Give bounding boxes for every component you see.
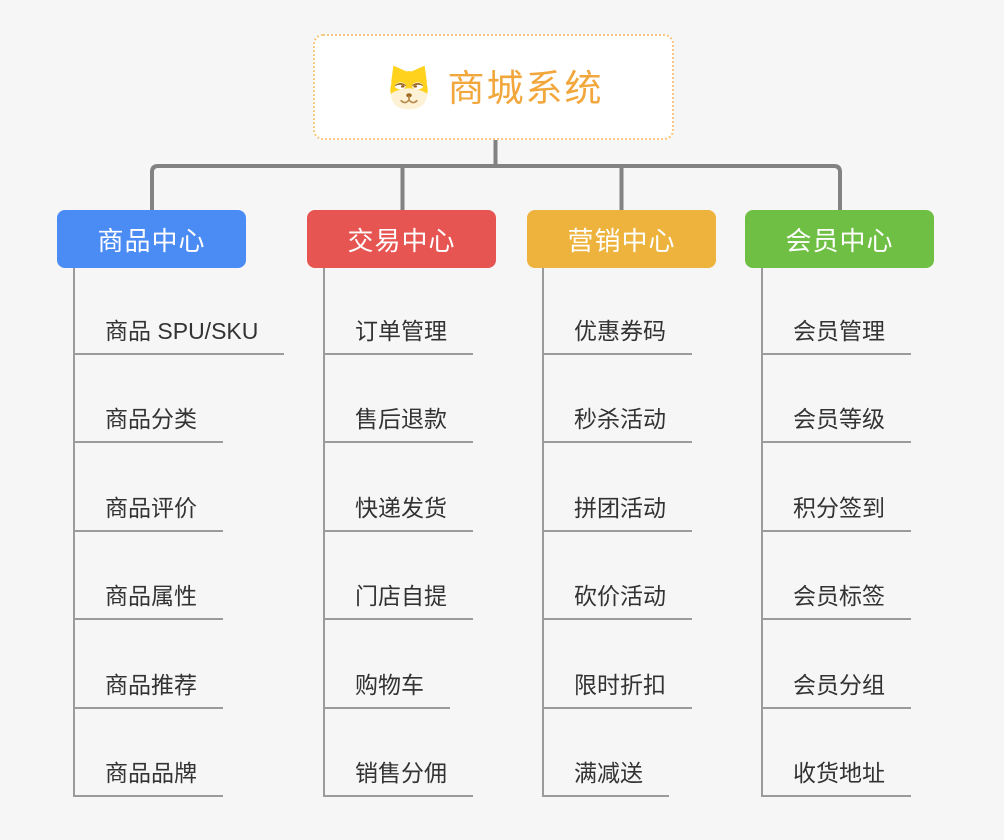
leaf-node[interactable]: 商品评价 bbox=[73, 492, 223, 532]
leaf-node[interactable]: 秒杀活动 bbox=[542, 403, 692, 443]
root-title: 商城系统 bbox=[447, 67, 604, 109]
leaf-node[interactable]: 限时折扣 bbox=[542, 669, 692, 709]
leaf-node[interactable]: 会员管理 bbox=[761, 315, 911, 355]
leaf-node[interactable]: 门店自提 bbox=[323, 580, 473, 620]
leaf-node[interactable]: 积分签到 bbox=[761, 492, 911, 532]
leaf-node[interactable]: 商品推荐 bbox=[73, 669, 223, 709]
leaf-node[interactable]: 销售分佣 bbox=[323, 757, 473, 797]
leaf-node[interactable]: 会员等级 bbox=[761, 403, 911, 443]
leaf-node[interactable]: 砍价活动 bbox=[542, 580, 692, 620]
branch-box-trade-center[interactable]: 交易中心 bbox=[307, 210, 496, 268]
leaf-node[interactable]: 订单管理 bbox=[323, 315, 473, 355]
leaf-node[interactable]: 会员分组 bbox=[761, 669, 911, 709]
leaf-node[interactable]: 商品分类 bbox=[73, 403, 223, 443]
leaf-node[interactable]: 商品品牌 bbox=[73, 757, 223, 797]
leaf-node[interactable]: 售后退款 bbox=[323, 403, 473, 443]
branch-trunk-line bbox=[761, 268, 763, 797]
leaf-node[interactable]: 快递发货 bbox=[323, 492, 473, 532]
branch-box-marketing-center[interactable]: 营销中心 bbox=[527, 210, 716, 268]
leaf-node[interactable]: 拼团活动 bbox=[542, 492, 692, 532]
branch-box-member-center[interactable]: 会员中心 bbox=[745, 210, 934, 268]
branch-box-product-center[interactable]: 商品中心 bbox=[57, 210, 246, 268]
leaf-node[interactable]: 商品 SPU/SKU bbox=[73, 315, 285, 355]
root-node[interactable]: 商城系统 bbox=[313, 34, 674, 140]
leaf-node[interactable]: 优惠券码 bbox=[542, 315, 692, 355]
leaf-node[interactable]: 满减送 bbox=[542, 757, 669, 797]
branch-trunk-line bbox=[73, 268, 75, 797]
leaf-node[interactable]: 购物车 bbox=[323, 669, 450, 709]
root-connector-lines bbox=[150, 140, 842, 210]
branch-trunk-line bbox=[323, 268, 325, 797]
leaf-node[interactable]: 商品属性 bbox=[73, 580, 223, 620]
leaf-node[interactable]: 会员标签 bbox=[761, 580, 911, 620]
leaf-node[interactable]: 收货地址 bbox=[761, 757, 911, 797]
dog-icon bbox=[384, 64, 434, 111]
branch-trunk-line bbox=[542, 268, 544, 797]
